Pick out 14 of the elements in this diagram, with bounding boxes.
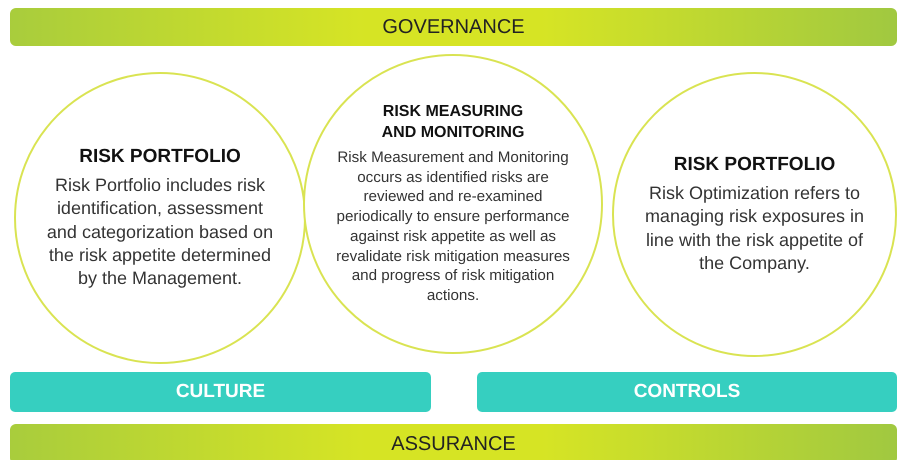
band-label: ASSURANCE (391, 432, 516, 456)
label-bar (477, 372, 897, 412)
card-body: Risk Measurement and Monitoring occurs as identified risks are reviewed and re-examined periodically to ensure performance against risk appetite as well as revalidate risk mitigation measures and progress of risk mitigation actions. (335, 148, 571, 306)
card-heading: RISK MEASURING AND MONITORING (380, 102, 526, 143)
label-bar (10, 372, 431, 412)
card-body: Risk Portfolio includes risk identification, assessment and categorization based on the risk appetite determined by the Management. (46, 174, 274, 290)
card-heading: RISK PORTFOLIO (674, 153, 836, 178)
band-label: CONTROLS (634, 381, 740, 403)
band-label: CULTURE (176, 381, 266, 403)
banner-band (10, 8, 897, 46)
card-body: Risk Optimization refers to managing risk exposures in line with the risk appetite of the Company. (644, 182, 866, 276)
banner-band (10, 424, 897, 460)
band-label: GOVERNANCE (382, 16, 525, 38)
card-heading: RISK PORTFOLIO (79, 145, 241, 170)
